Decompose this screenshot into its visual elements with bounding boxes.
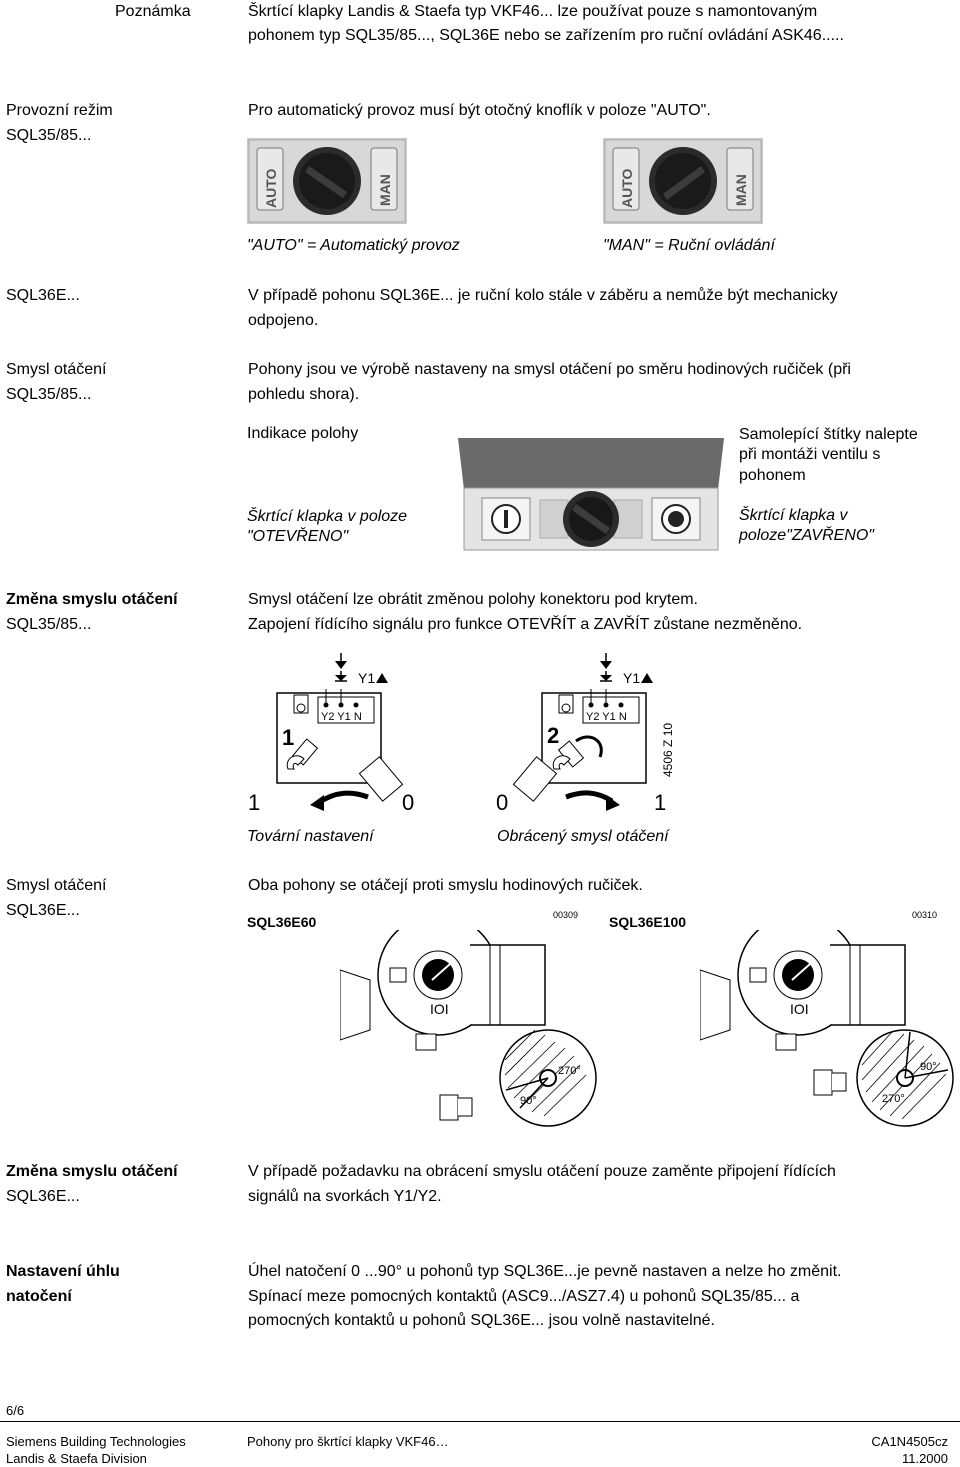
auto-caption: "AUTO" = Automatický provoz xyxy=(247,237,460,254)
actuator-a-drawing: IOI 270° 90° xyxy=(340,930,597,1127)
footer-rule xyxy=(0,1421,960,1422)
y1-label-left: Y1 xyxy=(358,670,375,686)
factory-setting-diagram: Y1 Y2 Y1 N 1 1 0 xyxy=(248,653,414,815)
footer-company-line2: Landis & Staefa Division xyxy=(6,1451,147,1466)
angle-label-line2: natočení xyxy=(6,1288,72,1305)
page-number: 6/6 xyxy=(6,1403,25,1418)
angle-90-a: 90° xyxy=(520,1095,537,1107)
note-text-line1: Škrtící klapky Landis & Staefa typ VKF46… xyxy=(248,3,818,20)
open-caption-line1: Škrtící klapka v poloze xyxy=(247,508,408,525)
model-b-code: 00310 xyxy=(912,910,938,920)
actuator-b-drawing: IOI 90° 270° xyxy=(700,930,954,1127)
stickers-line2: při montáži ventilu s xyxy=(739,446,881,463)
change-rotation-sublabel: SQL35/85... xyxy=(6,616,92,633)
auto-label: AUTO xyxy=(263,168,279,208)
figure-code: 4506 Z 10 xyxy=(661,723,675,777)
change-36e-sublabel: SQL36E... xyxy=(6,1188,80,1205)
note-text-line2: pohonem typ SQL35/85..., SQL36E nebo se … xyxy=(248,27,844,44)
connector-diagram: Y1 Y2 Y1 N 1 1 0 Y1 xyxy=(248,653,675,815)
man-label-2: MAN xyxy=(733,174,749,206)
terminals-left: Y2 Y1 N xyxy=(321,711,362,723)
right-zero: 0 xyxy=(496,790,508,815)
rotation-sublabel: SQL35/85... xyxy=(6,386,92,403)
rotation-36e-sublabel: SQL36E... xyxy=(6,902,80,919)
valve-ioi-a: IOI xyxy=(430,1001,449,1017)
auto-label-2: AUTO xyxy=(619,168,635,208)
connector-num-1: 1 xyxy=(282,725,294,750)
model-a-title: SQL36E60 xyxy=(247,914,317,930)
reverse-setting-diagram: Y1 Y2 Y1 N 2 0 1 4506 Z 10 xyxy=(496,653,675,815)
footer-doc-title: Pohony pro škrtící klapky VKF46… xyxy=(247,1434,449,1449)
change-36e-text-line2: signálů na svorkách Y1/Y2. xyxy=(248,1188,442,1205)
stickers-line1: Samolepící štítky nalepte xyxy=(739,426,918,443)
rotation-36e-text: Oba pohony se otáčejí proti smyslu hodin… xyxy=(248,877,643,894)
valve-ioi-b: IOI xyxy=(790,1001,809,1017)
operating-mode-sublabel: SQL35/85... xyxy=(6,127,92,144)
connector-num-2: 2 xyxy=(547,723,559,748)
man-label: MAN xyxy=(377,174,393,206)
operating-mode-label: Provozní režim xyxy=(6,102,113,119)
model-b-title: SQL36E100 xyxy=(609,914,687,930)
angle-270-a: 270° xyxy=(558,1065,581,1077)
change-36e-label: Změna smyslu otáčení xyxy=(6,1163,178,1180)
left-one: 1 xyxy=(248,790,260,815)
reverse-caption: Obrácený smysl otáčení xyxy=(497,828,669,845)
change-rotation-label: Změna smyslu otáčení xyxy=(6,591,178,608)
sql36e-label: SQL36E... xyxy=(6,287,80,304)
sql36e-text-line2: odpojeno. xyxy=(248,312,319,329)
rotation-text-line2: pohledu shora). xyxy=(248,386,360,403)
angle-text-line3: pomocných kontaktů u pohonů SQL36E... js… xyxy=(248,1312,715,1329)
change-rotation-text-line2: Zapojení řídícího signálu pro funkce OTE… xyxy=(248,616,803,633)
closed-caption-line1: Škrtící klapka v xyxy=(739,507,848,524)
change-36e-text-line1: V případě požadavku na obrácení smyslu o… xyxy=(248,1163,836,1180)
note-label: Poznámka xyxy=(115,3,191,20)
stickers-line3: pohonem xyxy=(739,467,806,484)
factory-caption: Tovární nastavení xyxy=(247,828,374,845)
rotation-label: Smysl otáčení xyxy=(6,361,107,378)
footer-doc-number: CA1N4505cz xyxy=(871,1434,948,1449)
auto-switch-image: AUTO MAN xyxy=(247,138,407,224)
change-rotation-text-line1: Smysl otáčení lze obrátit změnou polohy … xyxy=(248,591,698,608)
terminals-right: Y2 Y1 N xyxy=(586,711,627,723)
man-switch-image: AUTO MAN xyxy=(603,138,763,224)
operating-mode-text: Pro automatický provoz musí být otočný k… xyxy=(248,102,711,119)
closed-caption-line2: poloze"ZAVŘENO" xyxy=(739,527,874,544)
angle-text-line1: Úhel natočení 0 ...90° u pohonů typ SQL3… xyxy=(248,1263,842,1280)
angle-text-line2: Spínací meze pomocných kontaktů (ASC9...… xyxy=(248,1288,800,1305)
angle-label-line1: Nastavení úhlu xyxy=(6,1263,120,1280)
right-one: 1 xyxy=(654,790,666,815)
model-a-code: 00309 xyxy=(553,910,579,920)
angle-90-b: 90° xyxy=(920,1061,937,1073)
rotation-text-line1: Pohony jsou ve výrobě nastaveny na smysl… xyxy=(248,361,851,378)
position-heading: Indikace polohy xyxy=(247,425,359,442)
sql36e-text-line1: V případě pohonu SQL36E... je ruční kolo… xyxy=(248,287,838,304)
footer-company-line1: Siemens Building Technologies xyxy=(6,1434,186,1449)
open-caption-line2: "OTEVŘENO" xyxy=(247,528,349,545)
left-zero: 0 xyxy=(402,790,414,815)
footer-date: 11.2000 xyxy=(901,1451,948,1466)
position-indicator-image xyxy=(452,432,730,556)
angle-270-b: 270° xyxy=(882,1093,905,1105)
rotation-36e-label: Smysl otáčení xyxy=(6,877,107,894)
man-caption: "MAN" = Ruční ovládání xyxy=(603,237,775,254)
y1-label-right: Y1 xyxy=(623,670,640,686)
